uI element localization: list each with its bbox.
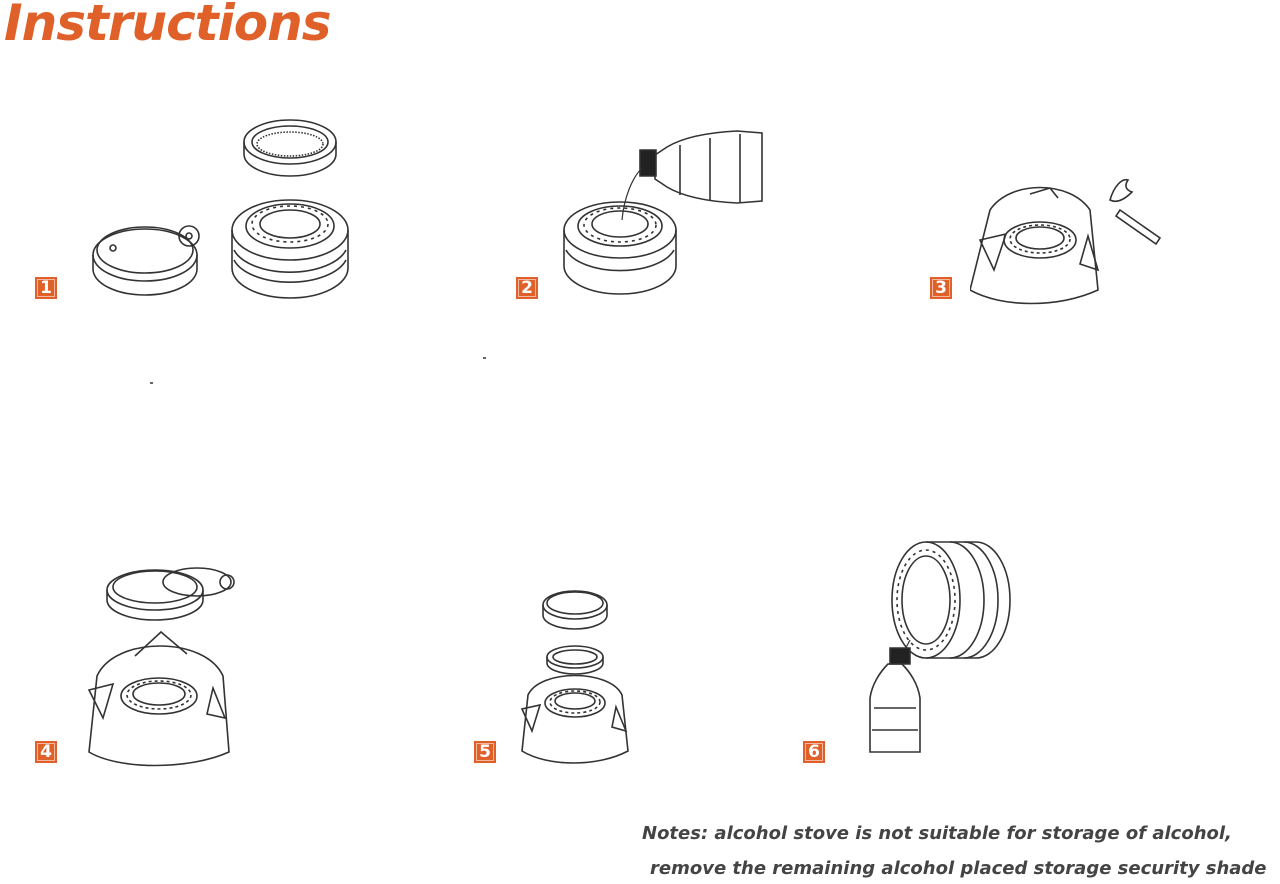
step-1-illustration — [85, 110, 375, 310]
step-3-illustration — [970, 170, 1180, 310]
step-2-badge: 2 — [516, 277, 538, 299]
step-1-badge: 1 — [35, 277, 57, 299]
bottle-drawing — [869, 647, 921, 753]
lighter-drawing — [1109, 178, 1162, 246]
burner-drawing — [891, 541, 1011, 659]
ring-drawing — [546, 645, 604, 675]
burner-drawing — [544, 688, 606, 718]
step-6-badge: 6 — [803, 741, 825, 763]
notes-line-1: Notes: alcohol stove is not suitable for… — [642, 823, 1232, 844]
lid-drawing — [106, 567, 235, 621]
pour-stream — [621, 167, 643, 221]
lid-drawing — [92, 225, 200, 296]
step-4-illustration — [85, 560, 255, 770]
scan-speck — [150, 382, 153, 384]
stand-drawing — [87, 630, 230, 767]
page-title: Instructions — [4, 0, 332, 52]
ring-drawing — [243, 119, 337, 177]
burner-drawing — [120, 677, 198, 715]
stand-drawing — [970, 186, 1100, 305]
step-2-illustration — [560, 120, 780, 305]
burner-drawing — [1003, 221, 1077, 259]
scan-speck — [483, 357, 486, 359]
step-5-badge: 5 — [474, 741, 496, 763]
step-5-illustration — [520, 585, 640, 770]
step-4-badge: 4 — [35, 741, 57, 763]
burner-drawing — [231, 199, 349, 299]
stand-drawing — [520, 674, 629, 764]
burner-drawing — [563, 201, 677, 295]
notes-line-2: remove the remaining alcohol placed stor… — [650, 858, 1267, 879]
lid-drawing — [542, 590, 608, 630]
bottle-drawing — [639, 130, 763, 204]
step-6-illustration — [860, 530, 1020, 765]
step-3-badge: 3 — [930, 277, 952, 299]
